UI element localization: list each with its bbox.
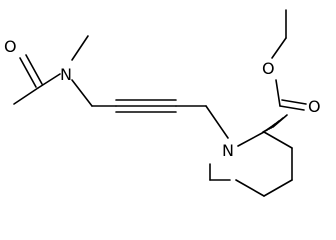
butynyl-chain [91,99,229,139]
ester-ether-oxygen-label: O [262,59,275,78]
carbonyl-to-nitrogen-bond [37,73,61,89]
amide-nitrogen-label: N [60,65,72,84]
carbonyl-double-bond-1 [19,57,37,88]
ethyl-ester-group [271,9,307,111]
ring-n-to-c2-bond [237,131,265,147]
n-methyl-bond [71,35,89,61]
ester-c-to-carbonyl-o-bond-1 [279,105,305,111]
ether-o-to-ch2-bond [271,37,287,59]
ester-carbonyl-oxygen-label: O [308,97,321,116]
structure-canvas: O N N O O [4,9,321,197]
ch2-to-ring-nitrogen-bond [205,105,229,139]
piperidine-ring [209,131,293,197]
ring-nitrogen-label: N [222,141,234,160]
carbonyl-double-bond-2 [25,54,43,85]
methyl-to-carbonyl-bond [13,87,39,105]
ester-c-to-carbonyl-o-bond-2 [281,99,307,105]
acetyl-group [13,54,61,105]
ring-c4-c5-bond [263,179,293,197]
hashed-wedge-bond [262,114,288,133]
ring-c2-c3-bond [263,131,293,149]
chemical-structure: O N N O O [4,9,321,197]
nitrogen-to-ch2-bond [71,79,93,107]
ester-c-to-ether-o-bond [275,79,281,107]
ring-c5-c6-bond [235,179,265,197]
acetyl-oxygen-label: O [4,37,17,56]
